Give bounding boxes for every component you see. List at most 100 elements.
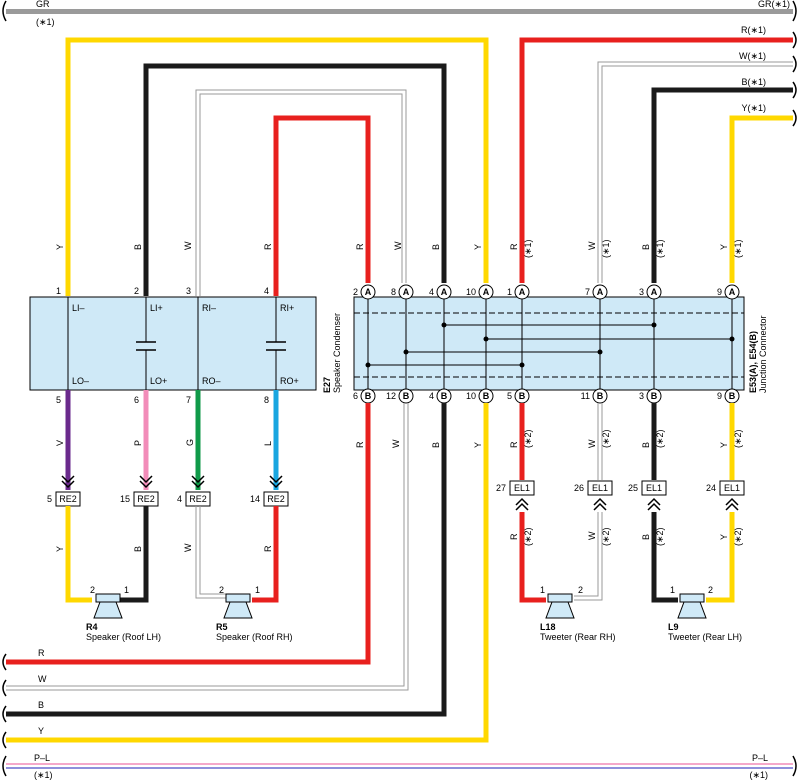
wire-label: R: [355, 243, 365, 250]
connector-letter: A: [483, 287, 490, 297]
wire-label: B: [133, 244, 143, 250]
connector-letter: A: [597, 287, 604, 297]
pl-note-left: (∗1): [34, 770, 53, 780]
connector-pin: 15: [120, 494, 130, 504]
wire-note: (∗2): [655, 527, 665, 546]
wire-red-upper: [273, 115, 371, 296]
re2-connectors: RE2 RE2 RE2 RE2 5 15 4 14: [47, 491, 289, 507]
connector-name: EL1: [646, 483, 662, 493]
wire-label: R: [509, 441, 519, 448]
wire-red-lower: [6, 403, 371, 665]
wire-label: W: [391, 439, 401, 448]
speaker-pin: 1: [124, 585, 129, 595]
connector-name: RE2: [137, 494, 155, 504]
speaker-code: R5: [216, 622, 228, 632]
speaker-name: Speaker (Roof LH): [86, 632, 161, 642]
wire-label: R: [509, 533, 519, 540]
connector-pin: 27: [496, 483, 506, 493]
pin-number: 5: [507, 391, 512, 401]
pin-number: 7: [585, 287, 590, 297]
connector-pin: 25: [628, 483, 638, 493]
pin-number: 10: [466, 287, 476, 297]
junction-connector: A A A A A A A A 2 8 4 10 1 7 3 9: [353, 284, 768, 404]
tweeter-icon: [677, 593, 707, 619]
wire-note: (∗1): [601, 239, 611, 258]
speaker-code: L9: [668, 622, 679, 632]
wire-label: P: [133, 440, 143, 446]
pin-number: 12: [386, 391, 396, 401]
left-terminal-red: R: [38, 648, 45, 658]
wire-label: W: [393, 241, 403, 250]
wire-label: W: [587, 439, 597, 448]
speaker-code: L18: [540, 622, 556, 632]
wire-label: B: [641, 534, 651, 540]
connector-letter: B: [365, 391, 372, 401]
right-terminal-black: B(∗1): [741, 77, 766, 87]
bus-break-left: [2, 755, 7, 777]
connector-letter: B: [651, 391, 658, 401]
wire-label: B: [133, 546, 143, 552]
connector-letter: B: [483, 391, 490, 401]
break-mark: [2, 679, 7, 697]
condenser-name: Speaker Condenser: [332, 313, 342, 393]
wire-white-lower-b: [6, 403, 409, 691]
wire-label: R: [263, 243, 273, 250]
wire-white-lower-a: [6, 403, 405, 687]
pin-label: LI–: [72, 303, 85, 313]
wire-label: B: [641, 244, 651, 250]
upper-wires: R(∗1) W(∗1) B(∗1) Y(∗1): [65, 25, 797, 296]
speaker-pin: 1: [540, 585, 545, 595]
speaker-code: R4: [86, 622, 98, 632]
left-terminal-black: B: [38, 700, 44, 710]
pl-label-right: P–L: [752, 753, 768, 763]
pin-number: 2: [353, 287, 358, 297]
wire-note: (∗1): [523, 239, 533, 258]
pin-number: 9: [717, 391, 722, 401]
speaker-pin: 2: [90, 585, 95, 595]
pin-number: 11: [581, 391, 590, 401]
pin-number: 7: [186, 395, 191, 405]
speaker-pin: 1: [670, 585, 675, 595]
wire-label: B: [431, 244, 441, 250]
break-mark: [2, 705, 7, 723]
pin-number: 6: [353, 391, 358, 401]
pin-label: LI+: [150, 303, 163, 313]
gr-label-left: GR: [36, 0, 50, 9]
speaker-icon: [223, 593, 253, 619]
bus-break-right: [792, 0, 797, 22]
pin-number: 1: [507, 287, 512, 297]
speaker-pin: 2: [708, 585, 713, 595]
wire-label: Y: [719, 534, 729, 540]
connector-name: EL1: [514, 483, 530, 493]
wire-note: (∗2): [655, 429, 665, 448]
left-terminal-white: W: [38, 674, 47, 684]
wire-note: (∗2): [601, 429, 611, 448]
speaker-pin: 1: [255, 585, 260, 595]
connector-letter: B: [519, 391, 526, 401]
speaker-condenser: 1 2 3 4 LI– LI+ RI– RI+ LO– LO+ RO– RO+ …: [29, 286, 342, 405]
pin-number: 3: [639, 287, 644, 297]
pin-number: 3: [639, 391, 644, 401]
pin-number: 5: [56, 395, 61, 405]
wire-label: Y: [55, 244, 65, 250]
break-mark: [792, 81, 797, 99]
pin-label: LO–: [72, 376, 89, 386]
wire-white-right-b: [601, 65, 793, 283]
gr-label-right: GR(∗1): [758, 0, 790, 9]
connector-letter: A: [651, 287, 658, 297]
wire-label: Y: [719, 244, 729, 250]
wire-yellow-right: [729, 115, 793, 283]
wire-note: (∗2): [733, 527, 743, 546]
wire-label: W: [587, 531, 597, 540]
wire-black-lower: [6, 403, 447, 717]
speaker-pin: 2: [578, 585, 583, 595]
wire-white-upper-b: [199, 93, 403, 296]
lower-right-wires: R (∗2) W (∗2) B (∗2) Y (∗2) EL1 EL1 EL1 …: [496, 403, 745, 603]
wire-label: V: [55, 440, 65, 446]
wire-label: R: [263, 545, 273, 552]
wire-white-right-a: [597, 61, 793, 283]
pin-number: 9: [717, 287, 722, 297]
connector-pin: 4: [177, 494, 182, 504]
pl-label-left: P–L: [34, 753, 50, 763]
